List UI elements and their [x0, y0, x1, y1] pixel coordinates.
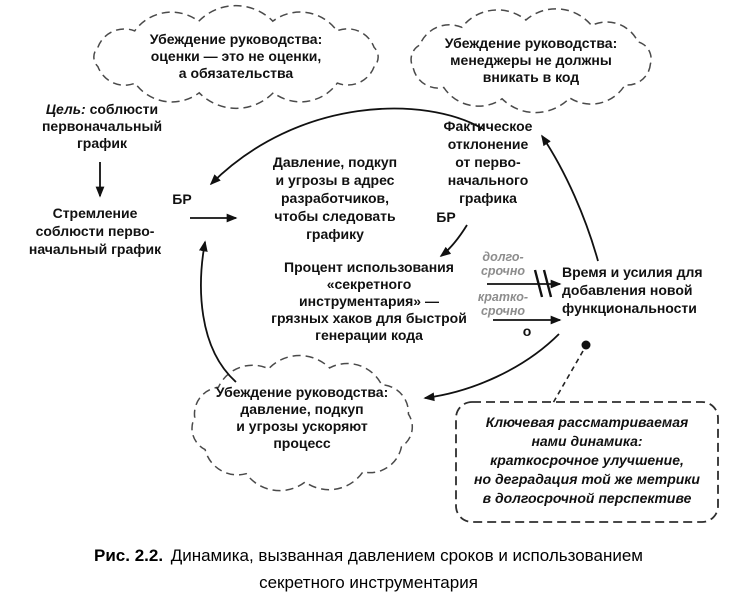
loop-label-br-left: БР	[172, 191, 192, 207]
label-short-term: кратко-срочно	[475, 290, 531, 318]
node-deviation-line-2: от перво-	[455, 154, 521, 170]
loop-label-br-right: БР	[436, 209, 456, 225]
node-striving: Стремление соблюсти перво-начальный графи…	[8, 204, 182, 258]
arrow-time-to-deviation-arc	[541, 134, 599, 262]
key-dynamics-text: Ключевая рассматриваемая нами динамика: кр…	[464, 413, 710, 508]
node-goal-line2: первоначальный	[41, 118, 163, 134]
node-pressure-line-4: графику	[306, 226, 364, 242]
node-deviation-line-3: начального	[447, 172, 529, 188]
link-dot-icon	[581, 340, 591, 350]
caption-figure-number: Рис. 2.2.	[94, 546, 164, 565]
cloud-belief-managers-line-2: вникать в код	[482, 69, 580, 85]
polarity-o-mark: о	[522, 323, 532, 339]
cloud-belief-pressure-line-0: Убеждение руководства:	[215, 384, 389, 400]
node-secret-toolkit-line-3: грязных хаков для быстрой	[271, 310, 467, 326]
caption-text-line2: секретного инструментария	[259, 573, 478, 592]
node-secret-toolkit-line-0: Процент использования	[284, 259, 454, 275]
arrow-to-bottom-cloud	[423, 333, 560, 402]
cloud-belief-estimates-line-2: а обязательства	[178, 65, 294, 81]
node-time-effort-line-0: Время и усилия для	[562, 264, 703, 280]
node-time-effort-line-2: функциональности	[562, 300, 697, 316]
label-long-term-line-1: срочно	[480, 264, 526, 278]
cloud-shape-pressure	[191, 354, 414, 492]
label-long-term: долго-срочно	[475, 250, 531, 278]
goal-line1-rest: соблюсти	[89, 101, 159, 117]
cloud-belief-pressure-line-3: процесс	[273, 435, 331, 451]
node-deviation-line-0: Фактическое	[443, 118, 533, 134]
figure-caption: Рис. 2.2. Динамика, вызванная давлением с…	[0, 542, 737, 596]
label-short-term-line-0: кратко-	[477, 290, 529, 304]
node-pressure: Давление, подкуп и угрозы в адрес разработ…	[252, 153, 418, 243]
cloud-belief-managers-line-1: менеджеры не должны	[450, 52, 612, 68]
node-striving-line-2: начальный график	[28, 241, 162, 257]
cloud-belief-managers-line-0: Убеждение руководства:	[444, 35, 618, 51]
node-deviation-line-1: отклонение	[447, 136, 529, 152]
node-striving-line-0: Стремление	[52, 205, 138, 221]
cloud-belief-estimates-line-0: Убеждение руководства:	[149, 31, 323, 47]
label-short-term-line-1: срочно	[480, 304, 526, 318]
key-dynamics-text-line-1: нами динамика:	[531, 433, 643, 449]
node-secret-toolkit-line-4: генерации кода	[315, 327, 423, 343]
cloud-belief-pressure-line-1: давление, подкуп	[240, 401, 364, 417]
key-dynamics-text-line-0: Ключевая рассматриваемая	[485, 414, 689, 430]
arrow-pressure-to-secret	[439, 224, 468, 258]
cloud-belief-pressure-line-2: и угрозы ускоряют	[236, 418, 368, 434]
node-deviation-line-4: графика	[459, 190, 517, 206]
caption-line1: Рис. 2.2. Динамика, вызванная давлением с…	[0, 542, 737, 569]
cloud-shape-estimates	[93, 4, 379, 110]
key-dynamics-text-line-4: в долгосрочной перспективе	[482, 490, 692, 506]
node-time-effort-line-1: добавления новой	[562, 282, 693, 298]
node-secret-toolkit-line-2: инструментария» —	[299, 293, 439, 309]
goal-prefix: Цель:	[45, 101, 86, 117]
node-secret-toolkit-line-1: «секретного	[326, 276, 412, 292]
node-goal: Цель: соблюсти первоначальный график	[24, 101, 180, 152]
node-deviation: Фактическое отклонение от перво-начального…	[426, 117, 550, 207]
cloud-belief-estimates: Убеждение руководства:оценки — это не оц…	[112, 31, 360, 82]
cloud-belief-estimates-line-1: оценки — это не оценки,	[150, 48, 322, 64]
node-goal-line1: Цель: соблюсти	[24, 101, 180, 118]
node-striving-line-1: соблюсти перво-	[35, 223, 155, 239]
arrow-deviation-to-pressure-arc	[209, 107, 484, 186]
caption-text-line1: Динамика, вызванная давлением сроков и и…	[170, 546, 643, 565]
delay-mark-icon	[542, 269, 553, 298]
cloud-shape-managers	[410, 8, 652, 114]
delay-mark-icon	[533, 269, 544, 298]
node-time-effort: Время и усилия для добавления новой функци…	[562, 263, 734, 317]
key-dynamics-text-line-2: краткосрочное улучшение,	[490, 452, 684, 468]
node-pressure-line-2: разработчиков,	[280, 190, 390, 206]
cloud-belief-managers: Убеждение руководства:менеджеры не должн…	[419, 35, 643, 86]
key-dynamics-text-line-3: но деградация той же метрики	[474, 471, 700, 487]
node-pressure-line-0: Давление, подкуп	[272, 154, 398, 170]
node-pressure-line-1: и угрозы в адрес	[275, 172, 395, 188]
label-long-term-line-0: долго-	[482, 250, 524, 264]
dashed-connector	[552, 350, 584, 404]
key-dynamics-box	[455, 401, 719, 523]
arrow-cloud-to-left-link	[199, 240, 237, 383]
node-goal-line3: график	[76, 135, 128, 151]
node-pressure-line-3: чтобы следовать	[274, 208, 396, 224]
